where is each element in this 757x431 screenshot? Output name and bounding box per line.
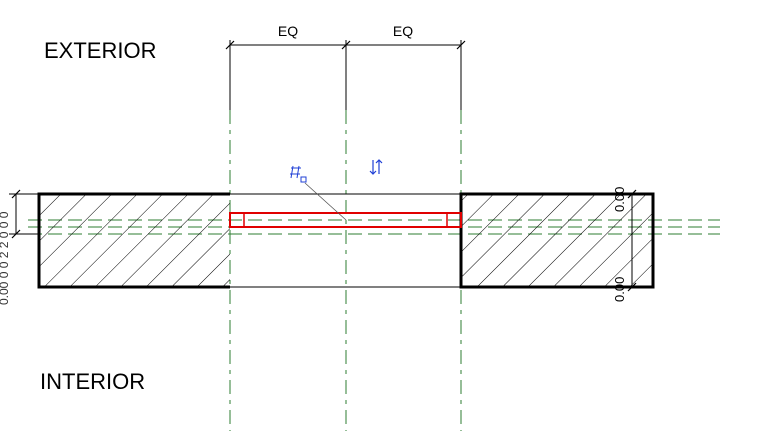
wall-hatch (39, 194, 230, 287)
left-vertical-dimension[interactable]: 0.00 0 0 2 2 0 0 0 (0, 189, 38, 305)
dimension-tick (627, 282, 637, 292)
wall-outline (37, 192, 230, 289)
right-offset-dimensions[interactable]: 0.00 0.00 (612, 187, 637, 302)
pin-leader-line (304, 182, 347, 221)
exterior-label: EXTERIOR (44, 38, 156, 63)
selected-glazing-element[interactable] (229, 212, 462, 228)
offset-label-bottom[interactable]: 0.00 (612, 277, 627, 302)
dimension-tick (341, 40, 351, 50)
flip-arrows-icon[interactable] (369, 159, 383, 175)
dimension-tick (11, 229, 21, 239)
pin-icon[interactable] (290, 165, 307, 183)
dimension-tick (11, 189, 21, 199)
dimension-tick (225, 40, 235, 50)
offset-label-top[interactable]: 0.00 (612, 187, 627, 212)
eq-label-right[interactable]: EQ (393, 23, 413, 39)
wall-segment-right[interactable] (459, 192, 655, 289)
interior-label: INTERIOR (40, 369, 145, 394)
wall-outline (459, 192, 655, 289)
wall-segment-left[interactable] (37, 192, 230, 289)
wall-hatch (461, 194, 653, 287)
eq-label-left[interactable]: EQ (278, 23, 298, 39)
eq-dimension-string[interactable]: EQ EQ (225, 23, 466, 110)
wall-opening (230, 193, 461, 288)
dimension-tick (456, 40, 466, 50)
side-dimension-label: 0.00 0 0 2 2 0 0 0 (0, 211, 11, 305)
glazing-frame (229, 212, 462, 228)
dimension-tick (627, 189, 637, 199)
